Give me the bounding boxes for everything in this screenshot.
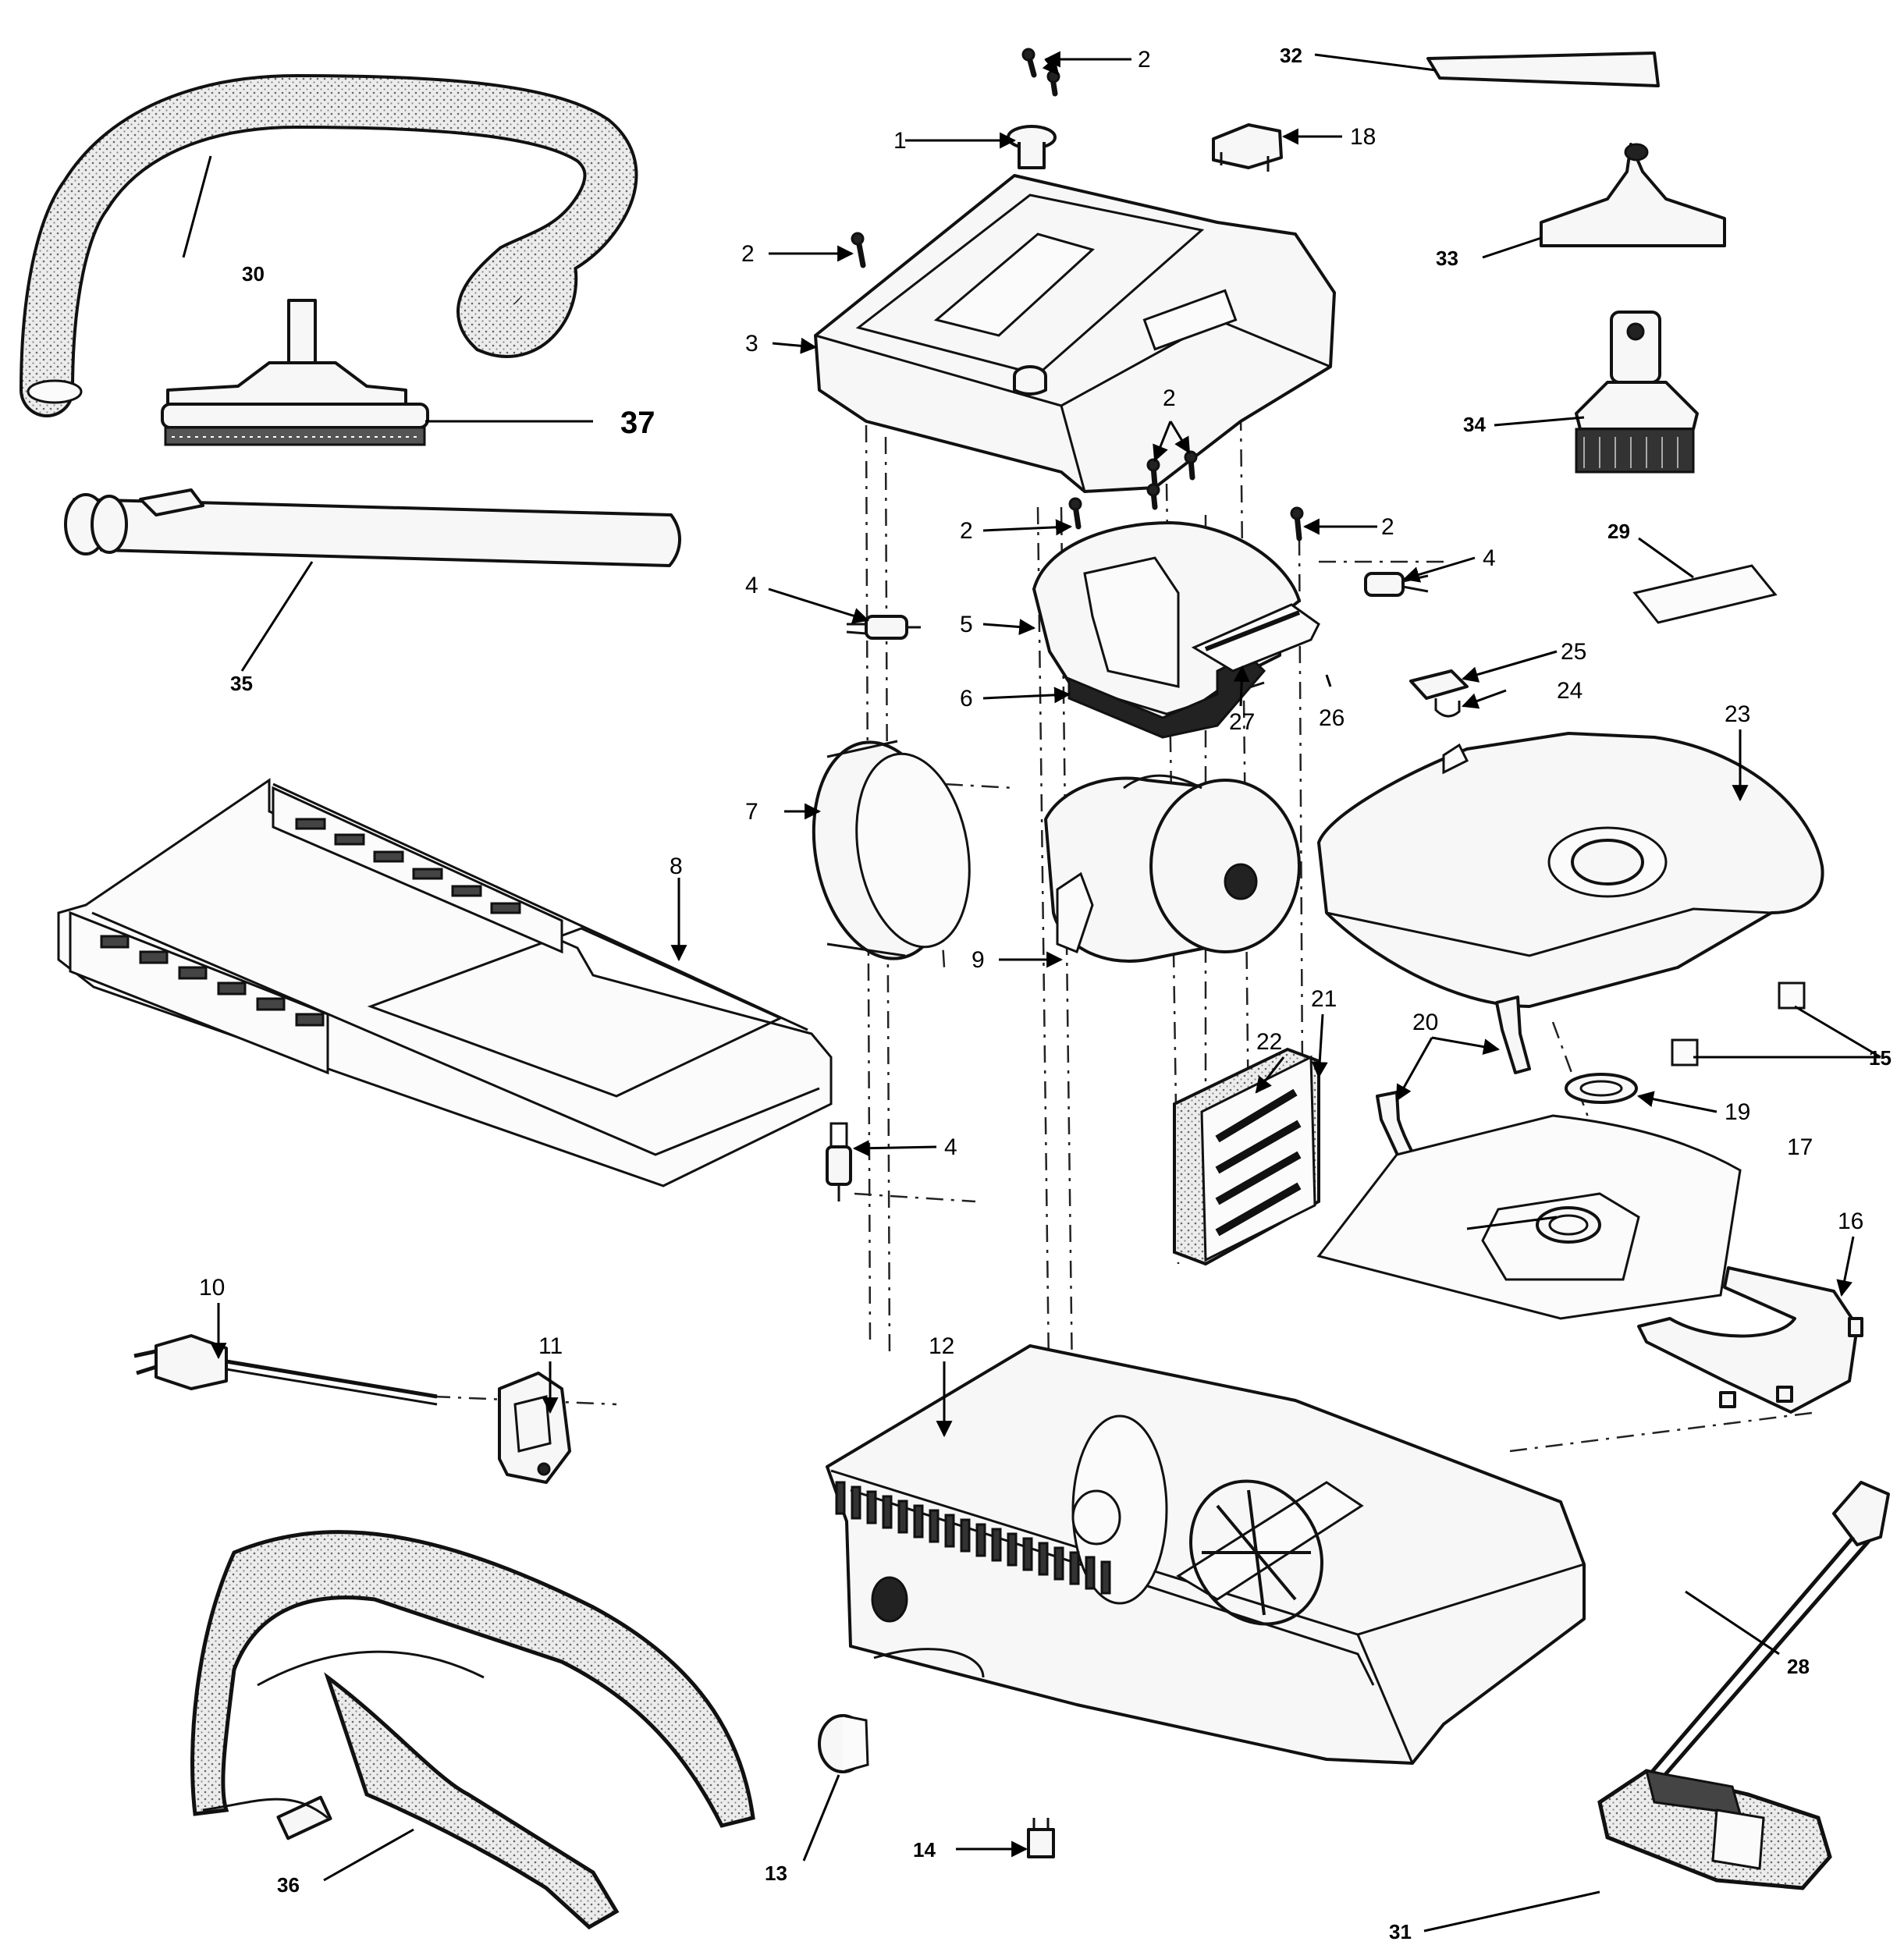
callout-9: 9 [972, 947, 985, 973]
callout-15: 15 [1869, 1046, 1892, 1070]
base-housing-part [826, 1344, 1586, 1765]
callout-13: 13 [765, 1862, 787, 1885]
gasket-part [1067, 654, 1266, 739]
callout-1: 1 [893, 128, 907, 154]
callout-10: 10 [199, 1275, 225, 1301]
leader-lines [182, 51, 1881, 1933]
carry-strap-part [190, 1530, 755, 1930]
dusting-brush-part [1575, 311, 1699, 474]
top-cover-part [814, 174, 1336, 493]
cord-clip-part [498, 1372, 571, 1484]
callout-34: 34 [1463, 413, 1486, 436]
callout-22: 22 [1256, 1029, 1282, 1055]
callout-23: 23 [1725, 701, 1750, 727]
callout-17: 17 [1787, 1134, 1813, 1160]
filter-ring-part [812, 740, 971, 960]
callout-2-lower-left: 2 [960, 518, 973, 544]
callout-25: 25 [1561, 639, 1586, 665]
callout-30: 30 [242, 262, 265, 286]
callout-4-right: 4 [1483, 545, 1496, 571]
label-sticker-part [1632, 564, 1778, 624]
callout-29: 29 [1607, 520, 1630, 543]
callout-21: 21 [1311, 986, 1337, 1012]
exhaust-filter-part [1173, 1047, 1320, 1266]
power-cord-part [133, 1334, 438, 1406]
callout-36: 36 [277, 1873, 300, 1897]
callout-5: 5 [960, 612, 973, 637]
callout-27: 27 [1229, 709, 1255, 735]
callout-14: 14 [913, 1838, 936, 1862]
motor-part [1044, 774, 1301, 963]
callout-18: 18 [1350, 124, 1376, 150]
clip-part [1212, 123, 1283, 172]
dust-bag-part [1316, 1114, 1742, 1320]
callout-12: 12 [929, 1333, 954, 1359]
callout-7: 7 [745, 799, 758, 825]
callout-2-top: 2 [1138, 47, 1151, 73]
callout-3: 3 [745, 331, 758, 357]
bumper-frame-part [57, 778, 833, 1187]
screw-parts [851, 48, 1304, 541]
handle-part [1618, 1481, 1890, 1815]
callout-24: 24 [1557, 678, 1583, 704]
seal-strip-part [1191, 603, 1320, 673]
callout-37: 37 [620, 406, 655, 440]
power-nozzle-part [1597, 1769, 1832, 1890]
callout-31: 31 [1389, 1920, 1412, 1943]
callout-16: 16 [1838, 1209, 1863, 1234]
callout-4-lower: 4 [944, 1134, 957, 1160]
gasket-ring-part [1565, 1073, 1638, 1104]
upholstery-tool-part [1540, 143, 1726, 247]
callout-33: 33 [1436, 247, 1458, 270]
small-label-part [1671, 981, 1806, 1067]
callout-2-lower-right: 2 [1381, 514, 1394, 540]
dust-cover-part [1317, 732, 1824, 1008]
callout-4-left: 4 [745, 573, 758, 598]
callout-26: 26 [1319, 705, 1345, 731]
knob-part [1007, 125, 1057, 169]
callout-11: 11 [538, 1333, 563, 1359]
callout-20: 20 [1412, 1010, 1438, 1035]
callout-2-mid: 2 [1163, 385, 1176, 411]
callout-28: 28 [1787, 1655, 1810, 1678]
bag-holder-part [1637, 1266, 1863, 1414]
latch-part [1409, 669, 1469, 718]
callout-8: 8 [670, 854, 683, 879]
wheel-part [818, 1714, 869, 1773]
caster-part [1027, 1818, 1055, 1858]
callout-19: 19 [1725, 1099, 1750, 1125]
callout-labels: 1 2 2 2 2 2 3 4 4 4 5 6 7 8 9 10 11 12 1… [199, 44, 1892, 1943]
filter-strip-part [1426, 51, 1660, 87]
hose-part [20, 73, 638, 417]
floor-brush-part [161, 299, 429, 446]
callout-35: 35 [230, 672, 253, 695]
extension-wand-part [64, 488, 681, 567]
callout-2-left: 2 [741, 241, 755, 267]
callout-32: 32 [1280, 44, 1302, 67]
callout-6: 6 [960, 686, 973, 712]
